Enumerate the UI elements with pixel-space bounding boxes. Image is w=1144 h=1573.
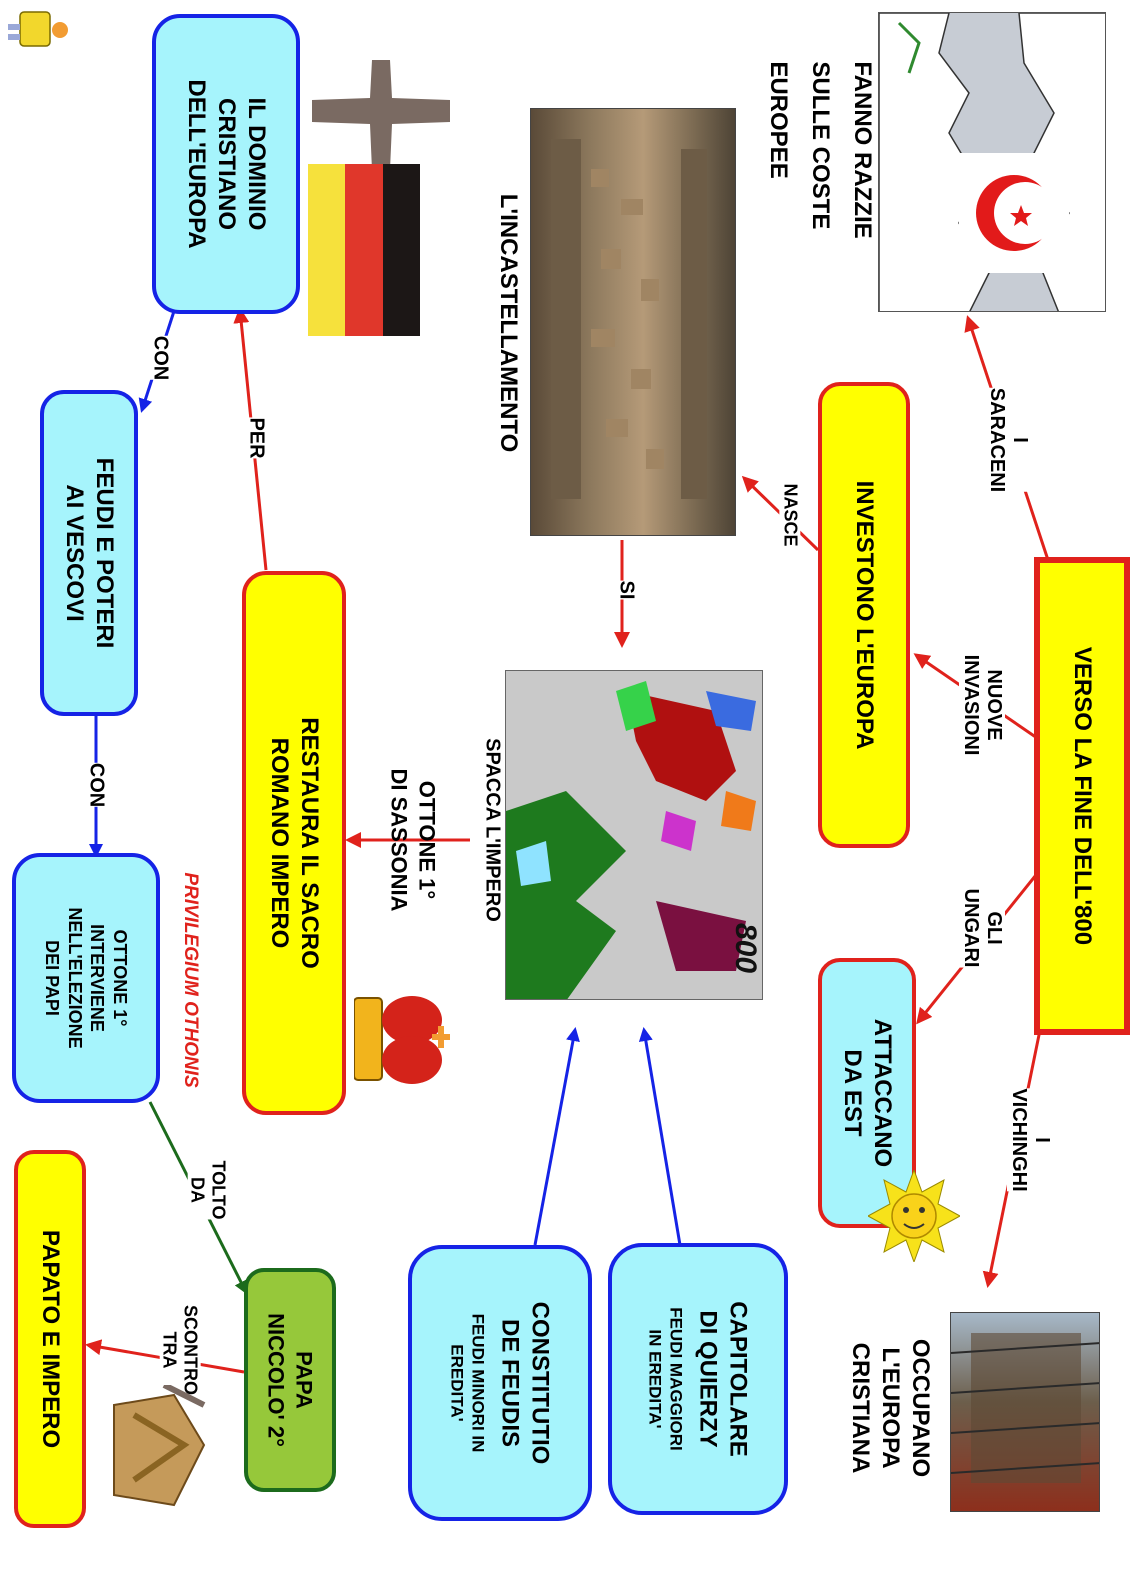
node-text: ROMANO IMPERO	[266, 737, 293, 949]
link-label-con-1: CON	[148, 335, 172, 381]
node-subtext: FEUDI MINORI IN	[468, 1313, 488, 1453]
node-investono-europa: INVESTONO L'EUROPA	[818, 382, 910, 848]
node-text: FEUDI E POTERI	[91, 457, 118, 649]
node-text: L'EUROPA	[877, 1347, 904, 1469]
node-dominio-cristiano: IL DOMINIO CRISTIANO DELL'EUROPA	[152, 14, 300, 314]
node-ottone-elezione: OTTONE 1° INTERVIENE NELL'ELEZIONE DEI P…	[12, 853, 160, 1103]
node-text: DI SASSONIA	[387, 768, 412, 912]
node-text: EUROPEE	[765, 61, 792, 179]
node-text: INTERVIENE	[87, 924, 108, 1032]
node-verso-fine-800: VERSO LA FINE DELL'800	[1034, 557, 1130, 1035]
link-label-text: DA	[188, 1176, 208, 1203]
node-text: NELL'ELEZIONE	[65, 907, 85, 1049]
link-label-ungari: GLI UNGARI	[959, 888, 1005, 968]
link-label-text: TOLTO	[208, 1160, 229, 1220]
node-text: DELL'EUROPA	[183, 79, 210, 249]
crown-icon	[353, 992, 450, 1086]
node-title: CAPITOLARE	[724, 1301, 752, 1457]
node-restaura-impero: RESTAURA IL SACRO ROMANO IMPERO	[242, 571, 346, 1115]
node-subtext: FEUDI MAGGIORI	[666, 1307, 686, 1451]
papal-tiara-icon	[104, 1382, 214, 1515]
node-text: PAPA	[291, 1351, 317, 1409]
map-year-text: 800	[729, 922, 763, 974]
cross-icon	[312, 60, 450, 170]
node-text: IL DOMINIO	[243, 97, 270, 231]
node-text: VERSO LA FINE DELL'800	[1069, 646, 1096, 946]
map-saracen-coasts	[878, 12, 1106, 312]
link-label-con-2: CON	[84, 762, 108, 808]
link-label-text: SI	[615, 580, 638, 600]
link-label-tolto-da: TOLTO DA	[187, 1160, 229, 1220]
node-text: AI VESCOVI	[61, 484, 88, 622]
node-papa-niccolo: PAPA NICCOLO' 2°	[244, 1268, 336, 1492]
link-label-per: PER	[244, 417, 268, 459]
node-occupano: OCCUPANO L'EUROPA CRISTIANA	[845, 1339, 935, 1477]
link-label-nuove-invasioni: NUOVE INVASIONI	[959, 654, 1005, 756]
node-text: SPACCA L'IMPERO	[481, 738, 504, 922]
node-text: NICCOLO' 2°	[264, 1313, 289, 1447]
node-text: DEI PAPI	[42, 940, 63, 1016]
link-label-text: CON	[149, 335, 172, 381]
link-label-text: INVASIONI	[960, 654, 982, 756]
link-label-text: CON	[85, 762, 108, 808]
link-label-saraceni: I SARACENI	[985, 387, 1031, 493]
node-text: PRIVILEGIUM OTHONIS	[179, 872, 201, 1088]
map-year-label: 800	[728, 923, 762, 973]
link-label-text: TRA	[160, 1331, 180, 1369]
node-text: OCCUPANO	[907, 1338, 934, 1478]
node-papato-impero: PAPATO E IMPERO	[14, 1150, 86, 1528]
link-label-text: NASCE	[780, 483, 801, 547]
link-label-scontro: SCONTRO TRA	[159, 1305, 201, 1395]
link-label-text: PER	[245, 417, 268, 459]
node-feudi-poteri: FEUDI E POTERI AI VESCOVI	[40, 390, 138, 716]
link-label-text: I	[1009, 437, 1031, 443]
node-title: DE FEUDIS	[496, 1318, 524, 1447]
crescent-flag-icon	[959, 153, 1069, 273]
label-privilegium: PRIVILEGIUM OTHONIS	[178, 872, 202, 1087]
link-label-text: NUOVE	[983, 669, 1005, 741]
node-title: DI QUIERZY	[694, 1310, 722, 1448]
viking-ship-image	[950, 1312, 1100, 1512]
label-spacca-impero: SPACCA L'IMPERO	[480, 738, 505, 922]
link-constitutio	[533, 1027, 580, 1246]
node-text: DA EST	[839, 1049, 866, 1137]
sun-icon	[866, 1168, 962, 1264]
node-text: INVESTONO L'EUROPA	[851, 480, 878, 750]
link-label-text: UNGARI	[960, 888, 982, 968]
link-label-text: SARACENI	[986, 387, 1008, 493]
node-fanno-razzie: FANNO RAZZIE SULLE COSTE EUROPEE	[757, 61, 883, 238]
link-label-text: VICHINGHI	[1008, 1088, 1030, 1192]
node-attaccano-da-est: ATTACCANO DA EST	[818, 958, 916, 1228]
robot-icon	[6, 6, 70, 54]
node-incastellamento: L'INCASTELLAMENTO	[493, 194, 523, 453]
node-text: CRISTIANA	[847, 1342, 874, 1474]
link-quierzy	[638, 1027, 682, 1246]
link-label-text: I	[1031, 1137, 1053, 1143]
node-text: OTTONE 1°	[110, 929, 130, 1027]
node-constitutio-feudis: CONSTITUTIO DE FEUDIS FEUDI MINORI IN ER…	[408, 1245, 592, 1521]
node-capitolare-quierzy: CAPITOLARE DI QUIERZY FEUDI MAGGIORI IN …	[608, 1243, 788, 1515]
node-text: L'INCASTELLAMENTO	[495, 193, 522, 453]
node-text: SULLE COSTE	[807, 61, 834, 230]
castle-town-image	[530, 108, 736, 536]
node-text: RESTAURA IL SACRO	[296, 717, 323, 969]
node-subtext: EREDITA'	[447, 1344, 466, 1422]
link-label-vichinghi: I VICHINGHI	[1007, 1088, 1053, 1192]
node-text: OTTONE 1°	[414, 780, 440, 900]
german-flag-icon	[308, 164, 420, 336]
link-label-nasce: NASCE	[779, 483, 801, 547]
node-text: ATTACCANO	[869, 1018, 896, 1168]
node-text: FANNO RAZZIE	[849, 61, 876, 239]
node-subtext: IN EREDITA'	[645, 1329, 664, 1429]
node-text: CRISTIANO	[213, 97, 240, 230]
europe-800-map: 800	[505, 670, 763, 1000]
link-label-text: SCONTRO	[180, 1305, 201, 1395]
link-label-si: SI	[614, 580, 638, 600]
node-text: PAPATO E IMPERO	[37, 1229, 64, 1449]
label-ottone-sassonia: OTTONE 1° DI SASSONIA	[386, 768, 441, 911]
node-title: CONSTITUTIO	[526, 1301, 554, 1465]
link-label-text: GLI	[983, 911, 1005, 945]
